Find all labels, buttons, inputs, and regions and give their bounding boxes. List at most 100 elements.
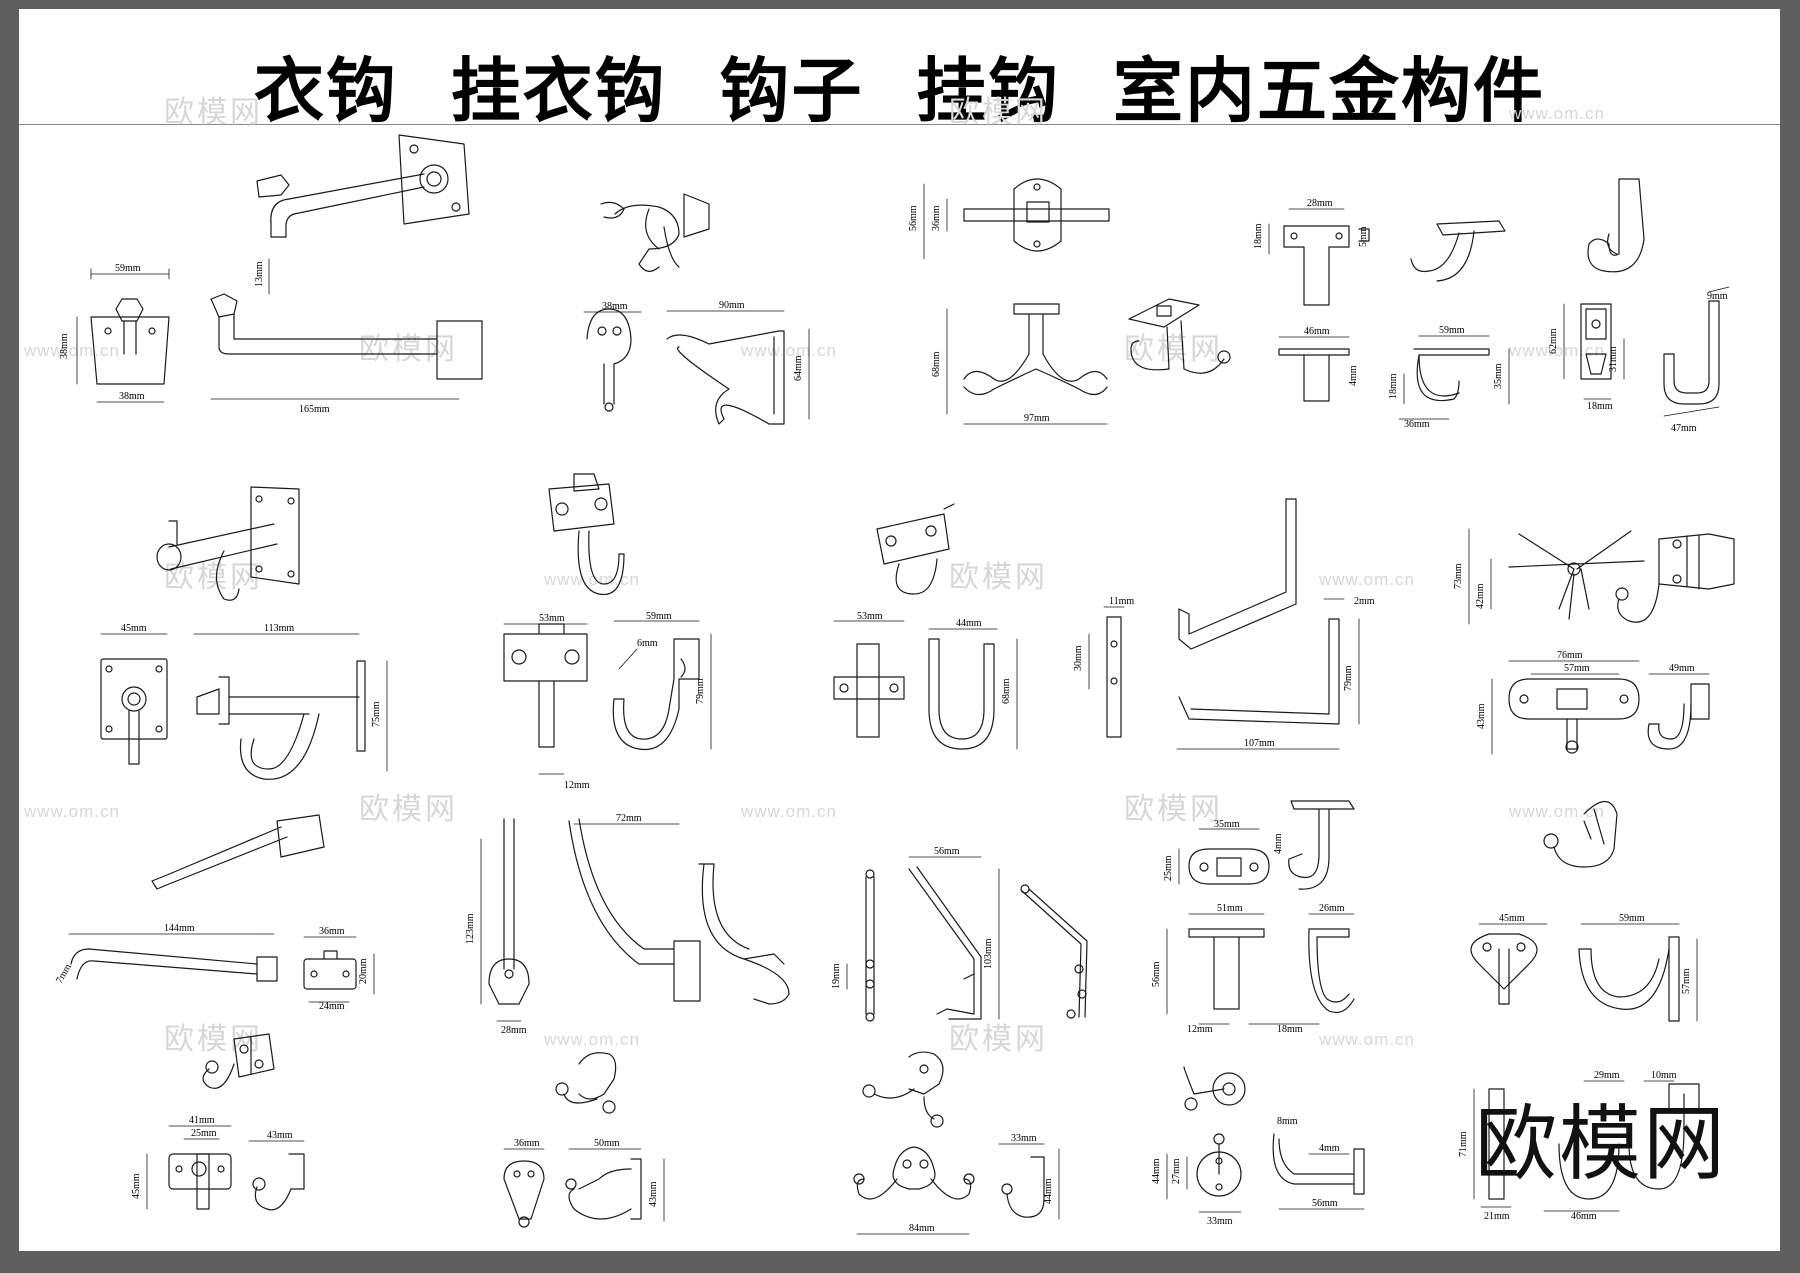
hook-e-front <box>1580 303 1612 380</box>
svg-text:28mm: 28mm <box>501 1025 527 1036</box>
hook-d-front <box>1278 348 1490 402</box>
svg-text:64mm: 64mm <box>793 355 804 381</box>
watermark-url: www.om.cn <box>1508 341 1605 360</box>
hook-d-perspective <box>1410 220 1506 282</box>
svg-text:68mm: 68mm <box>931 351 942 377</box>
watermark-brand: 欧模网 <box>164 561 263 594</box>
hook-n-top <box>1188 848 1270 885</box>
hook-p-front <box>168 1153 232 1210</box>
svg-text:72mm: 72mm <box>616 813 642 824</box>
watermark-url: www.om.cn <box>740 341 837 360</box>
watermark-url: www.om.cn <box>740 802 837 821</box>
dims-a: 59mm 38mm 38mm 13mm 165mm <box>59 258 460 415</box>
hook-s-perspective <box>1183 1066 1246 1111</box>
svg-text:29mm: 29mm <box>1594 1070 1620 1081</box>
watermark-brand: 欧模网 <box>949 1023 1048 1056</box>
hook-n-front <box>1188 928 1265 1010</box>
svg-text:49mm: 49mm <box>1669 663 1695 674</box>
svg-text:18mm: 18mm <box>1277 1024 1303 1035</box>
svg-text:44mm: 44mm <box>956 618 982 629</box>
dims-l: 72mm 123mm 28mm <box>465 813 680 1036</box>
svg-text:59mm: 59mm <box>646 611 672 622</box>
svg-text:107mm: 107mm <box>1244 738 1275 749</box>
svg-text:59mm: 59mm <box>115 263 141 274</box>
hook-e-side <box>1663 300 1720 405</box>
svg-text:24mm: 24mm <box>319 1001 345 1012</box>
svg-text:33mm: 33mm <box>1207 1216 1233 1227</box>
hook-m-perspective <box>1020 884 1088 1019</box>
svg-text:47mm: 47mm <box>1671 423 1697 434</box>
hook-k-perspective <box>151 814 325 890</box>
svg-text:84mm: 84mm <box>909 1223 935 1234</box>
watermark-brand: 欧模网 <box>1124 333 1223 366</box>
hook-n-side <box>1308 928 1355 1014</box>
dims-g: 53mm 59mm 6mm 79mm 12mm <box>503 611 712 791</box>
hook-c-front <box>963 303 1108 396</box>
watermark-url: www.om.cn <box>23 341 120 360</box>
svg-text:36mm: 36mm <box>319 926 345 937</box>
hook-b-perspective <box>600 193 710 272</box>
dims-e: 62mm 31mm 18mm 9mm 47mm <box>1548 286 1730 434</box>
watermark-url: www.om.cn <box>1318 570 1415 589</box>
hook-a-front <box>90 298 170 385</box>
svg-text:57mm: 57mm <box>1681 968 1692 994</box>
svg-text:25mm: 25mm <box>1163 855 1174 881</box>
svg-text:35mm: 35mm <box>1493 363 1504 389</box>
hook-l-perspective <box>698 863 790 1005</box>
svg-text:19mm: 19mm <box>831 963 842 989</box>
svg-text:43mm: 43mm <box>267 1130 293 1141</box>
svg-text:56mm: 56mm <box>908 205 919 231</box>
hook-o-side <box>1578 936 1680 1022</box>
svg-text:27mm: 27mm <box>1171 1158 1182 1184</box>
svg-text:59mm: 59mm <box>1619 913 1645 924</box>
hook-a-perspective <box>256 134 470 238</box>
svg-text:73mm: 73mm <box>1453 563 1464 589</box>
svg-text:18mm: 18mm <box>1388 373 1399 399</box>
hook-s-side <box>1272 1133 1365 1195</box>
svg-text:56mm: 56mm <box>1312 1198 1338 1209</box>
watermark-url: www.om.cn <box>23 802 120 821</box>
svg-text:10mm: 10mm <box>1651 1070 1677 1081</box>
svg-text:30mm: 30mm <box>1073 645 1084 671</box>
svg-text:79mm: 79mm <box>695 678 706 704</box>
svg-text:5mm: 5mm <box>1358 226 1369 247</box>
svg-text:71mm: 71mm <box>1458 1131 1469 1157</box>
hook-g-side <box>612 638 700 751</box>
svg-text:18mm: 18mm <box>1253 223 1264 249</box>
svg-text:38mm: 38mm <box>59 333 70 359</box>
svg-text:36mm: 36mm <box>1404 419 1430 430</box>
svg-text:43mm: 43mm <box>648 1181 659 1207</box>
hook-d-top <box>1283 225 1370 306</box>
hook-m-front <box>865 869 875 1022</box>
svg-text:36mm: 36mm <box>514 1138 540 1149</box>
svg-text:20mm: 20mm <box>358 958 369 984</box>
svg-text:79mm: 79mm <box>1343 665 1354 691</box>
svg-text:50mm: 50mm <box>594 1138 620 1149</box>
svg-text:13mm: 13mm <box>254 261 265 287</box>
hook-f-perspective <box>156 486 300 601</box>
watermark-url: www.om.cn <box>543 1030 640 1049</box>
hooks-drawing: 欧模网 欧模网 www.om.cn www.om.cn 欧模网 www.om.c… <box>23 96 1735 1235</box>
watermark-brand: 欧模网 <box>359 793 458 826</box>
dims-i: 11mm 2mm 30mm 79mm 107mm <box>1073 596 1375 750</box>
hook-h-front <box>833 643 905 738</box>
watermark-brand: 欧模网 <box>1124 793 1223 826</box>
dims-p: 41mm 25mm 43mm 45mm <box>131 1115 305 1210</box>
title-divider <box>19 124 1780 125</box>
hook-s-front <box>1196 1133 1242 1197</box>
svg-text:46mm: 46mm <box>1571 1211 1597 1222</box>
svg-text:59mm: 59mm <box>1439 325 1465 336</box>
svg-text:35mm: 35mm <box>1214 819 1240 830</box>
svg-text:76mm: 76mm <box>1557 650 1583 661</box>
svg-text:113mm: 113mm <box>264 623 294 634</box>
watermark-brand: 欧模网 <box>359 333 458 366</box>
hook-j-hinge <box>1615 533 1735 623</box>
svg-text:165mm: 165mm <box>299 404 330 415</box>
svg-text:45mm: 45mm <box>131 1173 142 1199</box>
hook-g-perspective <box>548 473 625 596</box>
brand-logo-text: 欧模网 <box>1475 1097 1728 1192</box>
svg-text:21mm: 21mm <box>1484 1211 1510 1222</box>
dims-t: 29mm 10mm 71mm 21mm 46mm <box>1458 1070 1677 1222</box>
svg-text:51mm: 51mm <box>1217 903 1243 914</box>
